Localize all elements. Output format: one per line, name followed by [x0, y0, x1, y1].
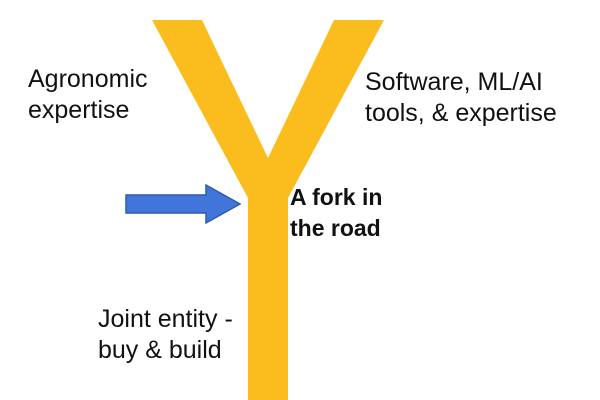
- left-branch-label: Agronomic expertise: [28, 65, 148, 124]
- fork-point-label: A fork in the road: [290, 184, 383, 241]
- stem-label: Joint entity - buy & build: [98, 305, 233, 364]
- right-branch-label: Software, ML/AI tools, & expertise: [365, 68, 557, 127]
- right-arrow-icon: [125, 183, 242, 225]
- y-fork-shape: [152, 20, 384, 400]
